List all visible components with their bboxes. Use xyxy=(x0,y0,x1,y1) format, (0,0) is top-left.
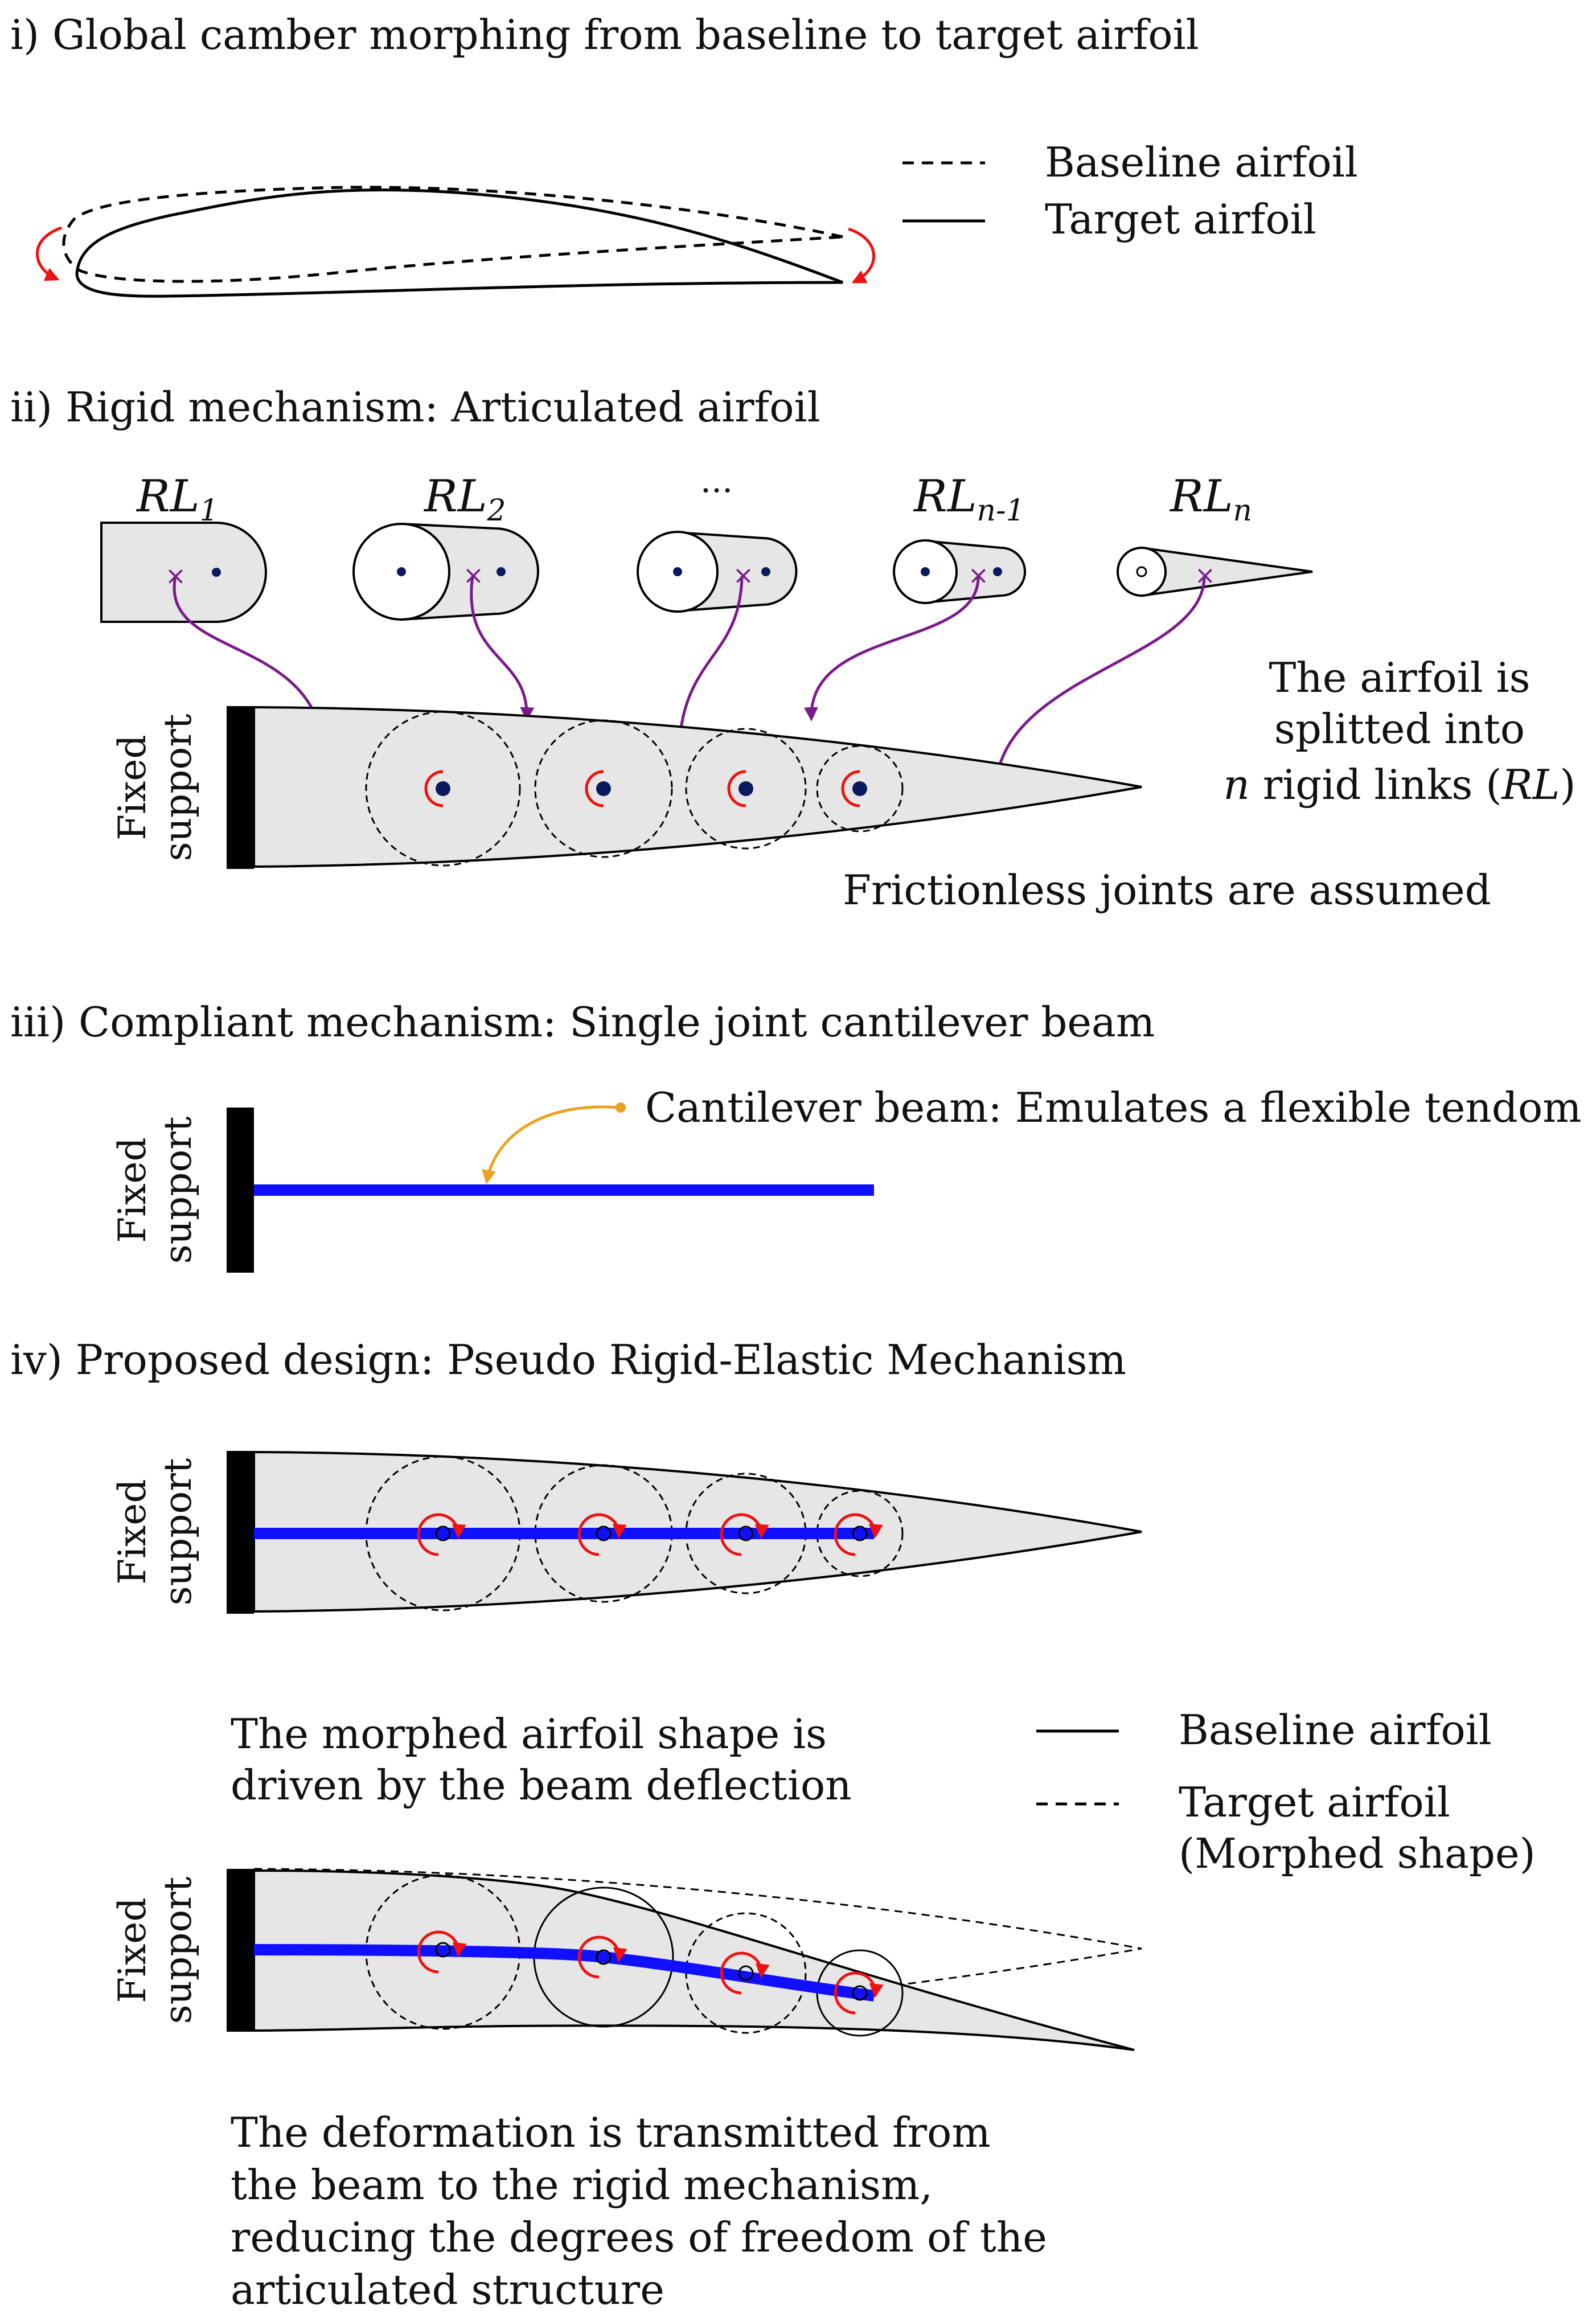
svg-text:support: support xyxy=(156,714,200,862)
svg-text:support: support xyxy=(156,1458,200,1606)
rl-ellipsis-label: ··· xyxy=(700,471,733,511)
cross-marker: × xyxy=(1195,561,1216,590)
joint-ring xyxy=(1136,566,1147,577)
fixed-support-bar xyxy=(227,706,254,869)
baseline-airfoil-outline xyxy=(62,186,843,283)
rl-n-minus-1-label: RLn-1 xyxy=(913,471,1025,528)
svg-text:Fixed: Fixed xyxy=(110,1897,154,2003)
articulated-airfoil xyxy=(227,706,1142,869)
airfoil-comparison xyxy=(36,186,876,298)
joint-dot xyxy=(921,567,930,576)
cantilever-note: Cantilever beam: Emulates a flexible ten… xyxy=(645,1084,1581,1131)
legend-top: Baseline airfoil Target airfoil xyxy=(902,138,1358,243)
rl-n-shape: × xyxy=(1117,546,1313,597)
airfoil-body xyxy=(253,1869,1135,2051)
legend-target-sublabel: (Morphed shape) xyxy=(1179,1830,1536,1877)
callout-dot xyxy=(616,1102,626,1113)
fixed-support-label-iii: Fixed support xyxy=(110,1117,200,1264)
joint-dot xyxy=(397,567,406,576)
deformation-note: The deformation is transmitted from the … xyxy=(231,2109,1047,2314)
svg-text:support: support xyxy=(156,1117,200,1264)
section-iv-title: iv) Proposed design: Pseudo Rigid-Elasti… xyxy=(10,1336,1126,1384)
morph-note-line-1: The morphed airfoil shape is xyxy=(231,1710,827,1758)
deformation-note-line-2: the beam to the rigid mechanism, xyxy=(231,2161,933,2209)
rl-2-label: RL2 xyxy=(423,471,506,528)
leading-edge-rotation-arrow xyxy=(36,226,62,281)
svg-text:support: support xyxy=(156,1877,200,2024)
morph-note: The morphed airfoil shape is driven by t… xyxy=(231,1710,852,1809)
fixed-support-bar xyxy=(227,1108,254,1273)
airfoil-body xyxy=(253,706,1142,868)
deformation-note-line-1: The deformation is transmitted from xyxy=(231,2109,991,2156)
rigid-links-note: The airfoil is splitted into n rigid lin… xyxy=(843,654,1576,914)
rigid-link-labels: RL1 RL2 ··· RLn-1 RLn xyxy=(136,471,1252,528)
fixed-support-label-iv-b: Fixed support xyxy=(110,1877,200,2024)
note-line-2: splitted into xyxy=(1274,705,1525,753)
rl-n-label: RLn xyxy=(1169,471,1252,528)
frictionless-note: Frictionless joints are assumed xyxy=(843,866,1491,914)
trailing-edge-rotation-arrow xyxy=(848,227,876,284)
svg-text:Fixed: Fixed xyxy=(110,1137,154,1242)
prem-deformed xyxy=(227,1868,1142,2051)
legend-target-label: Target airfoil xyxy=(1179,1778,1450,1826)
cantilever-beam-diagram xyxy=(227,1102,874,1273)
joint-dot xyxy=(673,567,682,576)
exploded-rigid-links: × × × × × xyxy=(100,522,1313,623)
section-i-title: i) Global camber morphing from baseline … xyxy=(10,11,1199,59)
legend-baseline-label: Baseline airfoil xyxy=(1179,1706,1492,1754)
legend-baseline-label: Baseline airfoil xyxy=(1045,138,1358,186)
joint-dot xyxy=(993,567,1002,576)
rl-n-minus-1-shape: × xyxy=(893,539,1026,604)
deflected-beam xyxy=(253,1944,875,2002)
section-iii-title: iii) Compliant mechanism: Single joint c… xyxy=(10,998,1155,1046)
cross-marker: × xyxy=(463,561,484,590)
rl-mid-shape: × xyxy=(637,531,798,613)
joint-dot xyxy=(212,568,221,577)
deformation-note-line-4: articulated structure xyxy=(231,2266,664,2314)
rl-1-shape: × xyxy=(100,522,267,623)
prem-undeformed xyxy=(227,1450,1142,1614)
legend-bottom: Baseline airfoil Target airfoil (Morphed… xyxy=(1036,1706,1536,1877)
section-ii-title: ii) Rigid mechanism: Articulated airfoil xyxy=(10,383,820,431)
deformation-note-line-3: reducing the degrees of freedom of the xyxy=(231,2213,1047,2261)
morph-note-line-2: driven by the beam deflection xyxy=(231,1761,852,1809)
fixed-support-label-ii: Fixed support xyxy=(110,714,200,862)
rl-1-label: RL1 xyxy=(136,471,219,528)
joint-dot xyxy=(761,567,770,576)
rl-2-shape: × xyxy=(352,522,539,621)
fixed-support-bar xyxy=(227,1869,254,2032)
target-airfoil-outline xyxy=(75,188,843,298)
legend-target-label: Target airfoil xyxy=(1045,195,1316,243)
cross-marker: × xyxy=(733,561,754,590)
beam-callout-arrow xyxy=(482,1105,620,1184)
svg-text:Fixed: Fixed xyxy=(110,735,154,840)
svg-text:Fixed: Fixed xyxy=(110,1479,154,1584)
note-line-1: The airfoil is xyxy=(1269,654,1530,702)
joint-dot xyxy=(497,567,506,576)
note-line-3: n rigid links (RL) xyxy=(1224,761,1576,809)
fixed-support-bar xyxy=(227,1451,254,1614)
fixed-support-label-iv-a: Fixed support xyxy=(110,1458,200,1606)
